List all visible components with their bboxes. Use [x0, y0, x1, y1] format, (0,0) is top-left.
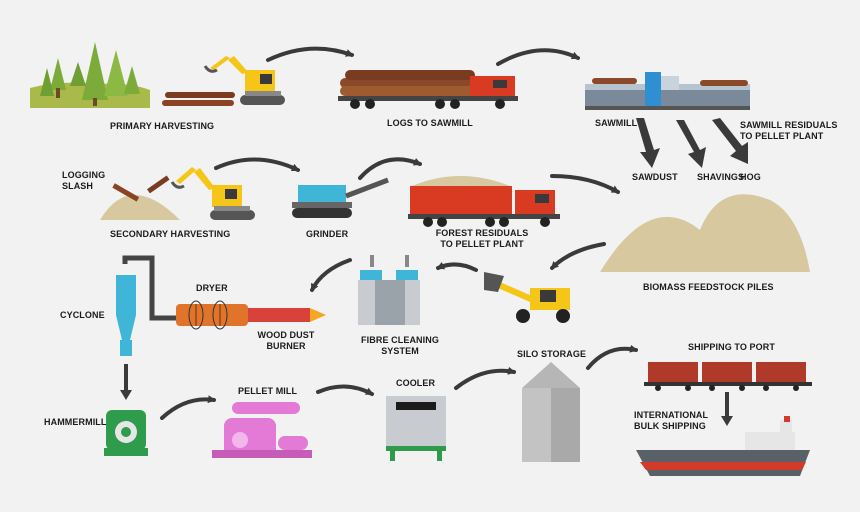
silo-icon — [522, 362, 580, 462]
label-primary-harvesting: PRIMARY HARVESTING — [110, 121, 215, 131]
slash-pile-icon — [100, 175, 180, 220]
label-intl-bulk-line1: INTERNATIONAL — [634, 410, 709, 420]
label-forest-residuals: FOREST RESIDUALS TO PELLET PLANT — [432, 228, 532, 250]
pellet-mill-icon — [212, 402, 312, 458]
label-grinder: GRINDER — [306, 229, 349, 239]
label-logging-slash: LOGGING SLASH — [62, 170, 105, 192]
label-wood-dust-burner-line1: WOOD DUST — [257, 330, 315, 340]
label-fibre-cleaning-line1: FIBRE CLEANING — [361, 335, 439, 345]
label-logs-to-sawmill: LOGS TO SAWMILL — [387, 118, 473, 128]
label-sawmill-residuals-line2: TO PELLET PLANT — [740, 131, 824, 141]
hammermill-icon — [104, 410, 148, 456]
label-wood-dust-burner-line2: BURNER — [266, 341, 306, 351]
label-shipping-to-port: SHIPPING TO PORT — [688, 342, 775, 352]
chip-truck-icon — [408, 176, 560, 227]
label-fibre-cleaning-line2: SYSTEM — [381, 346, 419, 356]
flow-arrows — [160, 46, 638, 420]
sawmill-icon — [585, 72, 750, 110]
label-hog: HOG — [740, 172, 761, 182]
label-fibre-cleaning: FIBRE CLEANING SYSTEM — [360, 335, 440, 357]
fibre-cleaning-icon — [358, 255, 420, 325]
label-hammermill: HAMMERMILL — [44, 417, 107, 427]
label-sawmill-residuals-line1: SAWMILL RESIDUALS — [740, 120, 838, 130]
excavator-icon — [162, 56, 285, 106]
ship-icon — [636, 416, 810, 476]
label-forest-residuals-line2: TO PELLET PLANT — [440, 239, 524, 249]
residual-arrows — [636, 118, 748, 168]
label-sawmill-residuals: SAWMILL RESIDUALS TO PELLET PLANT — [740, 120, 838, 142]
label-forest-residuals-line1: FOREST RESIDUALS — [435, 228, 529, 238]
forest-icon — [30, 42, 150, 108]
grinder-icon — [292, 177, 389, 218]
loader-icon — [484, 272, 570, 323]
label-silo-storage: SILO STORAGE — [517, 349, 587, 359]
label-logging-slash-line1: LOGGING — [62, 170, 106, 180]
straight-arrows — [120, 364, 733, 426]
cyclone-icon — [116, 255, 176, 356]
label-intl-bulk-line2: BULK SHIPPING — [634, 421, 706, 431]
cooler-icon — [386, 396, 446, 461]
label-sawdust: SAWDUST — [632, 172, 678, 182]
label-shavings: SHAVINGS — [697, 172, 745, 182]
secondary-excavator-icon — [170, 167, 255, 220]
log-truck-icon — [338, 70, 518, 109]
biomass-piles-icon — [600, 194, 810, 272]
label-cyclone: CYCLONE — [60, 310, 105, 320]
label-pellet-mill: PELLET MILL — [238, 386, 298, 396]
label-secondary-harvesting: SECONDARY HARVESTING — [110, 229, 231, 239]
dryer-icon — [176, 300, 248, 330]
label-intl-bulk-shipping: INTERNATIONAL BULK SHIPPING — [634, 410, 708, 432]
label-sawmill: SAWMILL — [595, 118, 638, 128]
label-dryer: DRYER — [196, 283, 228, 293]
label-logging-slash-line2: SLASH — [62, 181, 94, 191]
train-icon — [644, 362, 812, 391]
label-wood-dust-burner: WOOD DUST BURNER — [256, 330, 316, 352]
burner-icon — [248, 308, 326, 322]
label-cooler: COOLER — [396, 378, 436, 388]
label-biomass-piles: BIOMASS FEEDSTOCK PILES — [643, 282, 774, 292]
